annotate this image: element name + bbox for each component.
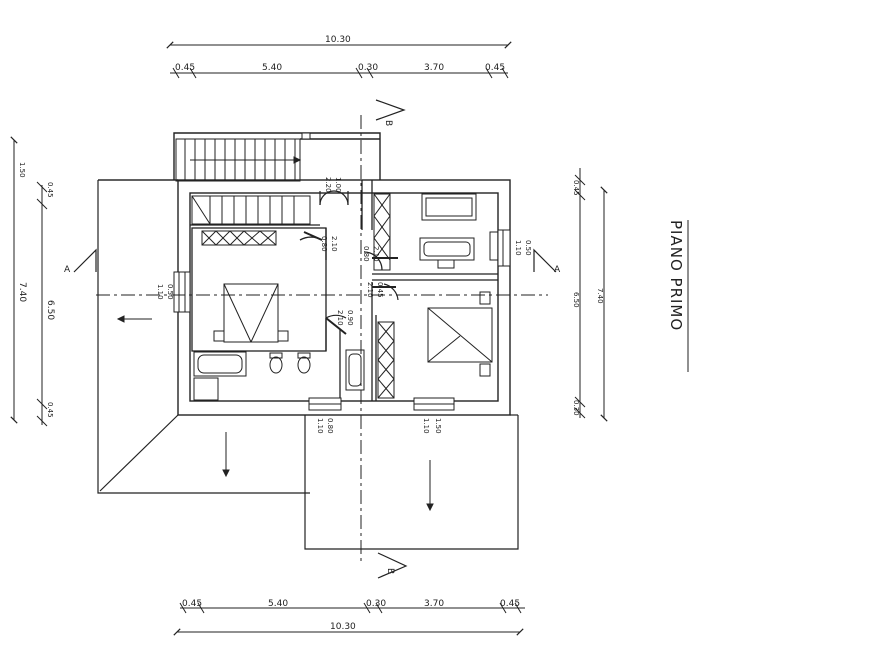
- right-bathroom-fixtures: [373, 193, 501, 271]
- door-swings: [299, 190, 399, 335]
- left-bathroom-fixtures: [193, 351, 311, 401]
- bottom-left-window-label-2: 0.80: [326, 418, 334, 434]
- bottom-dim-3: 0.30: [366, 599, 386, 609]
- bottom-dimensions: [173, 602, 525, 636]
- bottom-total-dim: 10.30: [330, 622, 356, 632]
- bottom-right-window-label-2: 1.50: [434, 418, 442, 434]
- bath-window-label-1: 1.10: [514, 240, 522, 256]
- top-dim-4: 3.70: [424, 63, 444, 73]
- interior-walls: [190, 180, 498, 401]
- bottom-dim-4: 3.70: [424, 599, 444, 609]
- hall-door-upper-label-2: 2.10: [372, 246, 380, 262]
- stair-door-label-2: 1.00: [334, 177, 342, 193]
- left-dim-upper: 1.50: [18, 162, 26, 178]
- top-total-dim: 10.30: [325, 35, 351, 45]
- left-dim-bottom: 0.45: [46, 402, 54, 418]
- top-dim-1: 0.45: [175, 63, 195, 73]
- left-bedroom-furniture: [201, 230, 289, 343]
- bedroom-door-label-2: 0.80: [320, 236, 328, 252]
- upper-stair: [175, 138, 302, 182]
- right-dim-bottom: 0.30: [572, 400, 580, 416]
- left-dim-total: 7.40: [17, 282, 27, 302]
- lower-stair: [191, 195, 311, 225]
- section-a-left: A: [64, 265, 71, 275]
- drawing-title: PIANO PRIMO: [667, 220, 685, 331]
- roof-outlines: [97, 179, 519, 550]
- right-dimensions: [574, 168, 608, 422]
- left-dim-top: 0.45: [46, 182, 54, 198]
- section-markers: [73, 99, 557, 579]
- right-bedroom-furniture: [377, 291, 493, 399]
- left-window-label-2: 0.50: [166, 284, 174, 300]
- section-lines: [96, 115, 548, 565]
- section-a-right: A: [554, 265, 561, 275]
- slope-arrows: [116, 315, 434, 512]
- left-dim-inner: 6.50: [45, 300, 55, 320]
- bottom-dim-2: 5.40: [268, 599, 288, 609]
- bath-window-label-2: 0.50: [524, 240, 532, 256]
- stair-door-label-1: 2.20: [324, 177, 332, 193]
- bottom-dim-5: 0.45: [500, 599, 520, 609]
- hall-door-lower-label-1: 2.10: [366, 282, 374, 298]
- right-dim-top: 0.45: [572, 180, 580, 196]
- bottom-dim-1: 0.45: [182, 599, 202, 609]
- top-dim-3: 0.30: [358, 63, 378, 73]
- right-dim-inner: 6.50: [572, 292, 580, 308]
- hall-door-lower-label-2: 0.45: [376, 282, 384, 298]
- windows: [173, 132, 511, 411]
- hall-door-upper-label-1: 0.80: [362, 246, 370, 262]
- section-b-top: B: [383, 120, 393, 126]
- top-dim-2: 5.40: [262, 63, 282, 73]
- bedroom-door-label-1: 2.10: [330, 236, 338, 252]
- top-dim-5: 0.45: [485, 63, 505, 73]
- wc-door-label-1: 2.10: [336, 310, 344, 326]
- right-dim-total: 7.40: [596, 288, 604, 304]
- top-dimensions: [166, 41, 512, 79]
- left-window-label-1: 1.10: [156, 284, 164, 300]
- bottom-left-window-label-1: 1.10: [316, 418, 324, 434]
- section-b-bottom: B: [385, 568, 395, 574]
- left-dimensions: [10, 136, 48, 427]
- bottom-right-window-label-1: 1.10: [422, 418, 430, 434]
- wc-door-label-2: 0.90: [346, 310, 354, 326]
